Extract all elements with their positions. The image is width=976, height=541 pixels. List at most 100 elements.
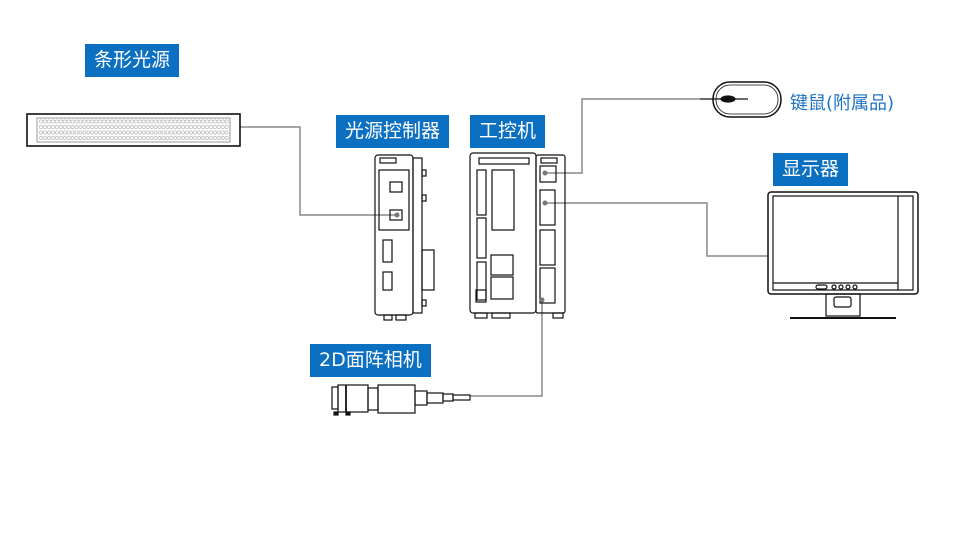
led-dot bbox=[185, 130, 190, 135]
led-dot bbox=[114, 119, 119, 124]
led-dot bbox=[129, 130, 134, 135]
led-dot bbox=[66, 130, 71, 135]
led-dot bbox=[149, 125, 154, 129]
monitor-icon bbox=[767, 191, 919, 319]
led-dot bbox=[208, 125, 213, 129]
led-dot bbox=[70, 119, 75, 124]
led-dot bbox=[133, 119, 138, 124]
label-light-controller: 光源控制器 bbox=[336, 115, 450, 148]
led-dot bbox=[181, 119, 186, 124]
led-dot bbox=[216, 119, 221, 124]
led-dot bbox=[58, 119, 63, 124]
led-dot bbox=[125, 119, 130, 124]
led-dot bbox=[149, 130, 154, 135]
led-dot bbox=[200, 136, 205, 140]
cable-ipc-to-mouse bbox=[545, 98, 700, 174]
led-dot bbox=[145, 136, 150, 140]
led-dot bbox=[74, 130, 79, 135]
led-dot bbox=[153, 136, 158, 140]
led-dot bbox=[78, 136, 83, 140]
led-dot bbox=[161, 136, 166, 140]
led-dot bbox=[220, 136, 225, 140]
led-dot bbox=[212, 119, 217, 124]
led-dot bbox=[216, 136, 221, 140]
led-dot bbox=[54, 125, 59, 129]
led-dot bbox=[78, 119, 83, 124]
label-monitor: 显示器 bbox=[773, 153, 849, 186]
led-dot bbox=[189, 130, 194, 135]
led-dot bbox=[82, 130, 87, 135]
led-dot bbox=[94, 130, 99, 135]
led-dot bbox=[98, 130, 103, 135]
mouse-icon bbox=[700, 81, 782, 118]
led-dot bbox=[66, 136, 71, 140]
led-dot bbox=[216, 130, 221, 135]
led-dot bbox=[106, 130, 111, 135]
led-dot bbox=[46, 119, 51, 124]
led-dot bbox=[118, 136, 122, 140]
led-dot bbox=[197, 130, 201, 135]
led-dot bbox=[165, 130, 170, 135]
led-dot bbox=[220, 125, 225, 129]
led-dot bbox=[208, 136, 213, 140]
led-dot bbox=[153, 125, 158, 129]
led-dot bbox=[129, 119, 134, 124]
led-dot bbox=[212, 130, 217, 135]
led-dot bbox=[43, 125, 47, 129]
led-dot bbox=[177, 136, 182, 140]
cable-camera-to-ipc bbox=[470, 300, 543, 397]
led-dot bbox=[161, 119, 166, 124]
led-dot bbox=[58, 136, 63, 140]
led-dot bbox=[157, 125, 162, 129]
led-dot bbox=[141, 136, 146, 140]
led-dot bbox=[70, 125, 75, 129]
led-dot bbox=[82, 136, 87, 140]
led-dot bbox=[98, 119, 103, 124]
led-dot bbox=[153, 130, 158, 135]
led-dot bbox=[173, 125, 178, 129]
led-dot bbox=[157, 130, 162, 135]
cable-ipc-to-monitor bbox=[545, 202, 768, 257]
led-dot bbox=[169, 125, 174, 129]
led-dot bbox=[208, 130, 213, 135]
led-dot bbox=[193, 136, 197, 140]
led-dot bbox=[86, 119, 91, 124]
led-dot bbox=[50, 125, 55, 129]
led-dot bbox=[66, 119, 71, 124]
led-dot bbox=[50, 119, 55, 124]
led-dot bbox=[169, 119, 174, 124]
led-dot bbox=[129, 125, 134, 129]
led-dot bbox=[39, 125, 43, 129]
led-dot bbox=[141, 130, 146, 135]
led-dot bbox=[133, 130, 138, 135]
led-dot bbox=[137, 125, 142, 129]
led-dot bbox=[78, 130, 83, 135]
led-dot bbox=[189, 119, 194, 124]
led-dot bbox=[129, 136, 134, 140]
led-dot bbox=[114, 125, 119, 129]
led-dot bbox=[161, 130, 166, 135]
led-dot bbox=[43, 136, 47, 140]
led-dot bbox=[118, 130, 122, 135]
led-dot bbox=[102, 136, 107, 140]
led-dot bbox=[181, 136, 186, 140]
led-dot bbox=[121, 125, 126, 129]
led-dot bbox=[106, 119, 111, 124]
led-dot bbox=[121, 136, 126, 140]
led-dot bbox=[157, 136, 162, 140]
led-dot bbox=[82, 125, 87, 129]
led-dot bbox=[46, 125, 51, 129]
led-dot bbox=[98, 136, 103, 140]
label-camera: 2D面阵相机 bbox=[310, 344, 431, 377]
led-dot bbox=[197, 136, 201, 140]
led-dot bbox=[165, 119, 170, 124]
led-dot bbox=[169, 136, 174, 140]
led-dot bbox=[50, 130, 55, 135]
led-dot bbox=[200, 125, 205, 129]
led-dot bbox=[197, 125, 201, 129]
led-dot bbox=[224, 136, 229, 140]
led-dot bbox=[204, 125, 209, 129]
led-dot bbox=[54, 130, 59, 135]
led-dot bbox=[173, 130, 178, 135]
led-dot bbox=[121, 130, 126, 135]
